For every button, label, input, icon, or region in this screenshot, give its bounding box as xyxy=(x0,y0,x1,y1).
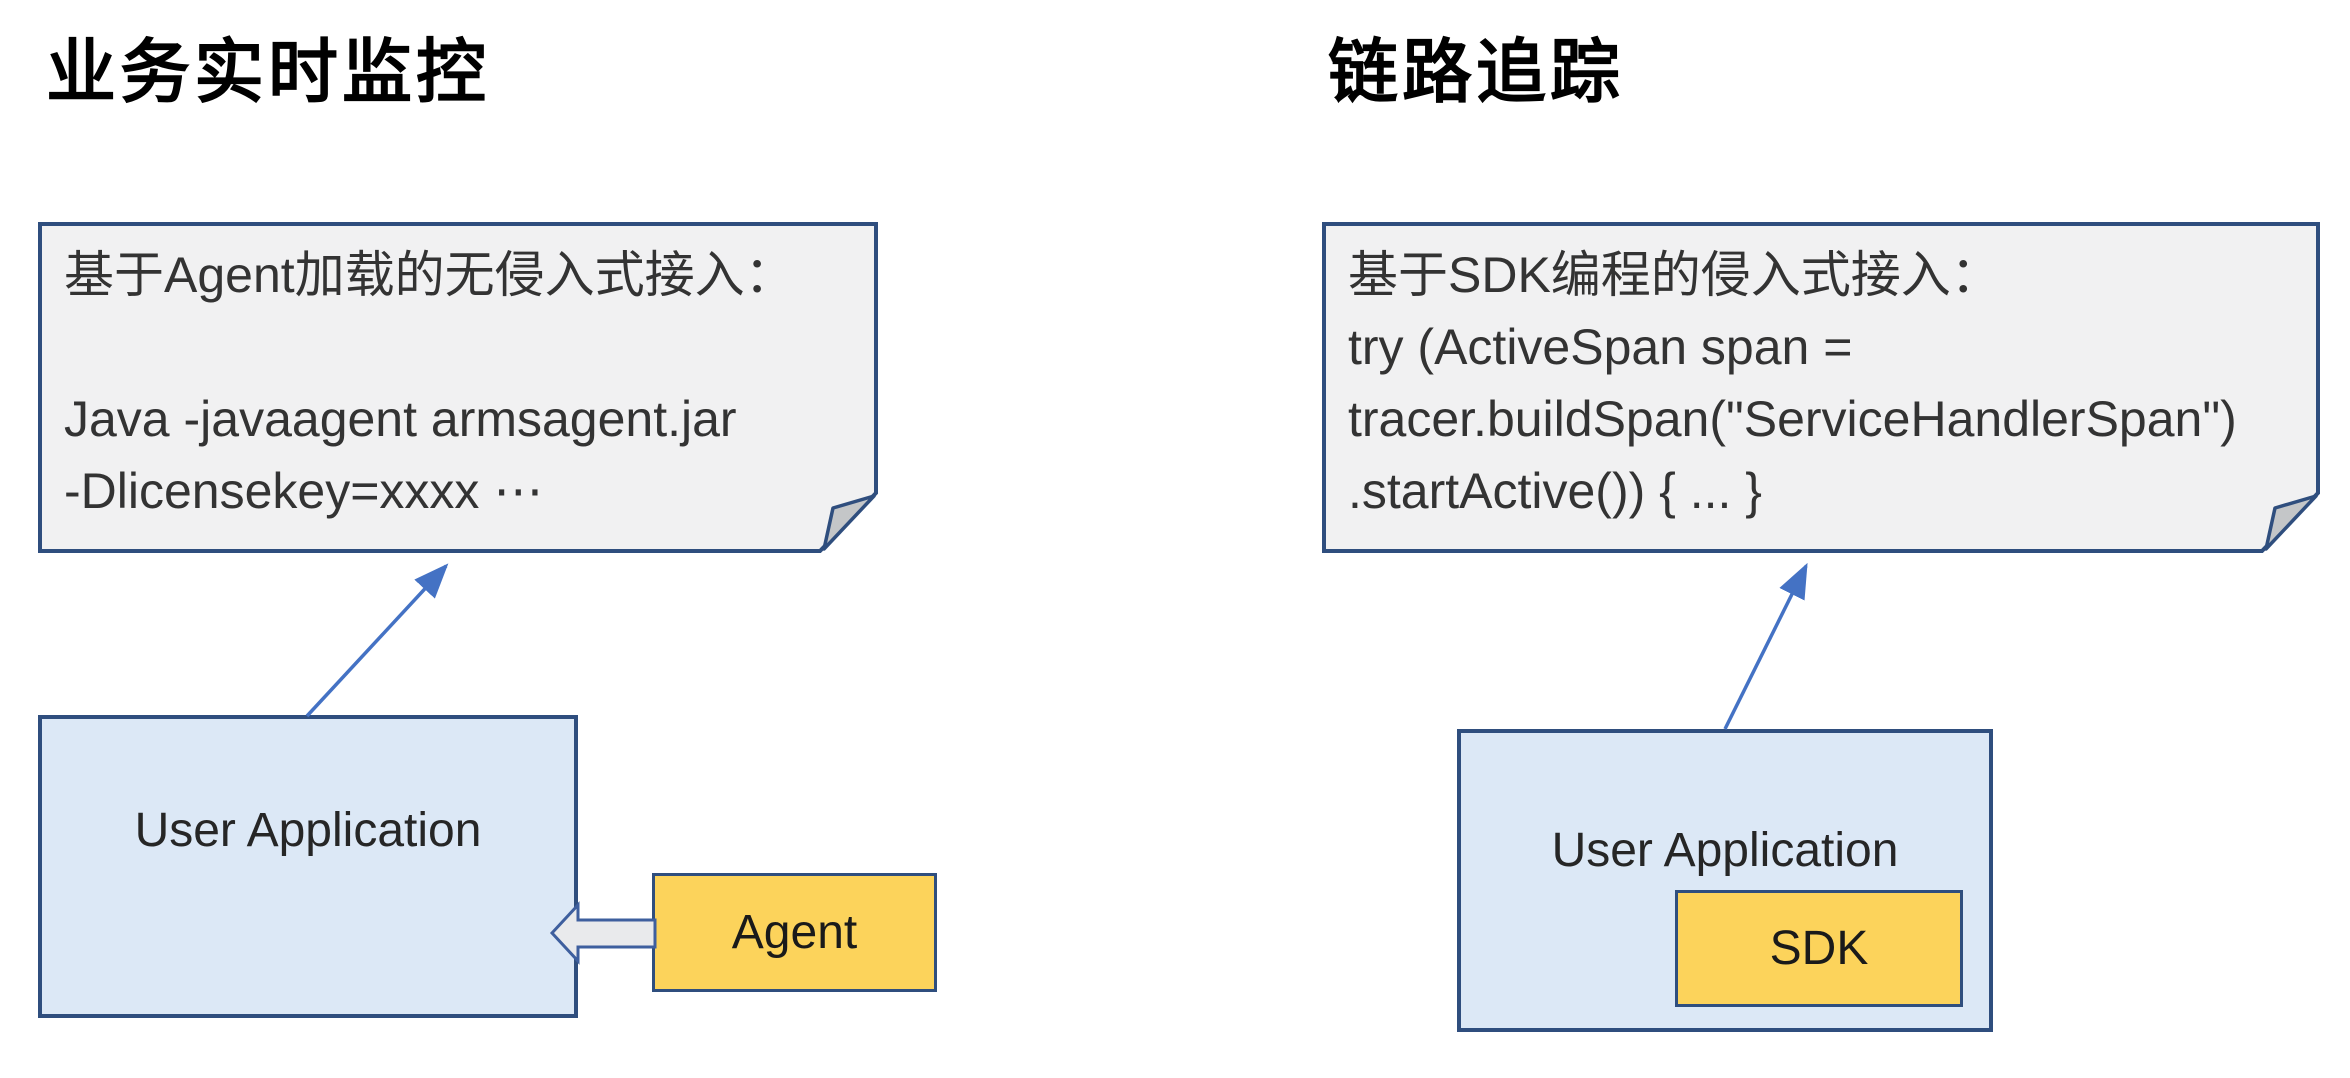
folded-note-shape xyxy=(1322,222,2320,553)
note-line: 基于Agent加载的无侵入式接入： xyxy=(64,247,795,303)
right-connector-arrow-icon xyxy=(1723,562,1808,730)
left-connector-arrow-icon xyxy=(305,563,449,718)
sdk-label: SDK xyxy=(1769,922,1869,975)
note-fold-corner xyxy=(822,494,876,551)
note-fold-corner xyxy=(2264,494,2318,551)
left-user-application-box: User Application xyxy=(38,715,578,1018)
note-line: Java -javaagent armsagent.jar xyxy=(64,391,737,447)
agent-box: Agent xyxy=(652,873,937,992)
folded-note-shape xyxy=(38,222,878,553)
note-line: .startActive()) { ... } xyxy=(1348,463,1762,519)
user-application-label: User Application xyxy=(134,804,482,857)
note-line: try (ActiveSpan span = xyxy=(1348,319,1853,375)
agent-label: Agent xyxy=(731,906,858,959)
sdk-box: SDK xyxy=(1675,890,1963,1007)
left-note-callout: 基于Agent加载的无侵入式接入： Java -javaagent armsag… xyxy=(38,222,878,553)
note-line: tracer.buildSpan("ServiceHandlerSpan") xyxy=(1348,391,2237,447)
note-line xyxy=(64,311,868,383)
left-note-text: 基于Agent加载的无侵入式接入： Java -javaagent armsag… xyxy=(38,222,878,553)
right-note-callout: 基于SDK编程的侵入式接入： try (ActiveSpan span = tr… xyxy=(1322,222,2320,553)
right-section-title: 链路追踪 xyxy=(1328,33,1624,111)
note-line: 基于SDK编程的侵入式接入： xyxy=(1348,247,2001,303)
left-section-title: 业务实时监控 xyxy=(46,33,490,111)
user-application-label: User Application xyxy=(1551,824,1899,877)
right-note-text: 基于SDK编程的侵入式接入： try (ActiveSpan span = tr… xyxy=(1322,222,2320,553)
note-line: -Dlicensekey=xxxx ⋯ xyxy=(64,463,544,519)
